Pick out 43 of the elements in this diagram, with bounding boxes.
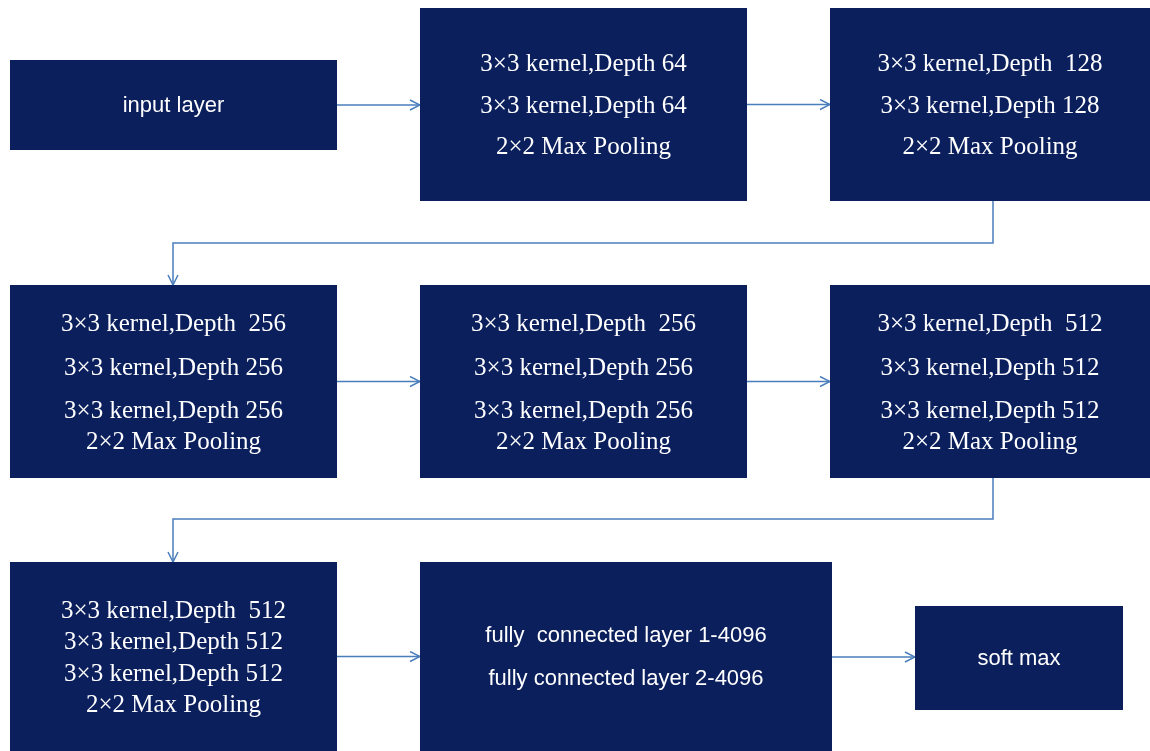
- layer-text: 3×3 kernel,Depth 256: [60, 308, 287, 336]
- layer-text: 3×3 kernel,Depth 512: [60, 595, 287, 623]
- layer-text: 2×2 Max Pooling: [902, 427, 1078, 455]
- arrow: [746, 375, 831, 388]
- layer-box: [10, 285, 337, 478]
- layer-text: input layer: [122, 92, 225, 118]
- layer-text: soft max: [977, 645, 1061, 671]
- layer-text: 3×3 kernel,Depth 512: [877, 308, 1103, 336]
- layer-text: 2×2 Max Pooling: [902, 132, 1078, 160]
- arrow: [336, 375, 421, 388]
- layer-text: 3×3 kernel,Depth 128: [880, 90, 1100, 119]
- layer-text: 3×3 kernel,Depth 256: [470, 308, 697, 336]
- layer-text: 3×3 kernel,Depth 512: [880, 395, 1100, 423]
- layer-box: [915, 606, 1123, 710]
- layer-text: 3×3 kernel,Depth 256: [474, 353, 693, 381]
- layer-box: [10, 60, 337, 150]
- layer-text: 2×2 Max Pooling: [495, 132, 672, 160]
- layer-text: 2×2 Max Pooling: [495, 427, 672, 455]
- layer-text: fully connected layer 2-4096: [488, 666, 764, 691]
- layer-text: 3×3 kernel,Depth 128: [877, 49, 1103, 77]
- layer-box: [830, 8, 1150, 201]
- arrow: [167, 200, 994, 286]
- layer-text: 3×3 kernel,Depth 64: [480, 90, 687, 119]
- arrow: [336, 99, 421, 111]
- layer-text: 3×3 kernel,Depth 512: [64, 627, 283, 655]
- layer-box: [830, 285, 1150, 478]
- layer-box: [420, 285, 747, 478]
- layer-text: 3×3 kernel,Depth 64: [480, 49, 687, 77]
- layer-text: 2×2 Max Pooling: [85, 690, 262, 718]
- arrow: [336, 650, 421, 663]
- arrow: [167, 477, 994, 563]
- layer-box: [420, 8, 747, 201]
- layer-box: [10, 562, 337, 751]
- arrow: [831, 651, 916, 663]
- layer-text: 3×3 kernel,Depth 256: [64, 395, 283, 423]
- arrow: [746, 98, 831, 111]
- layer-text: 2×2 Max Pooling: [85, 427, 262, 455]
- layer-text: 3×3 kernel,Depth 512: [880, 353, 1100, 381]
- layer-text: 3×3 kernel,Depth 256: [64, 353, 283, 381]
- layer-box: [420, 562, 832, 751]
- layer-text: 3×3 kernel,Depth 256: [474, 395, 693, 423]
- layer-text: fully connected layer 1-4096: [485, 622, 767, 647]
- layer-text: 3×3 kernel,Depth 512: [64, 658, 283, 686]
